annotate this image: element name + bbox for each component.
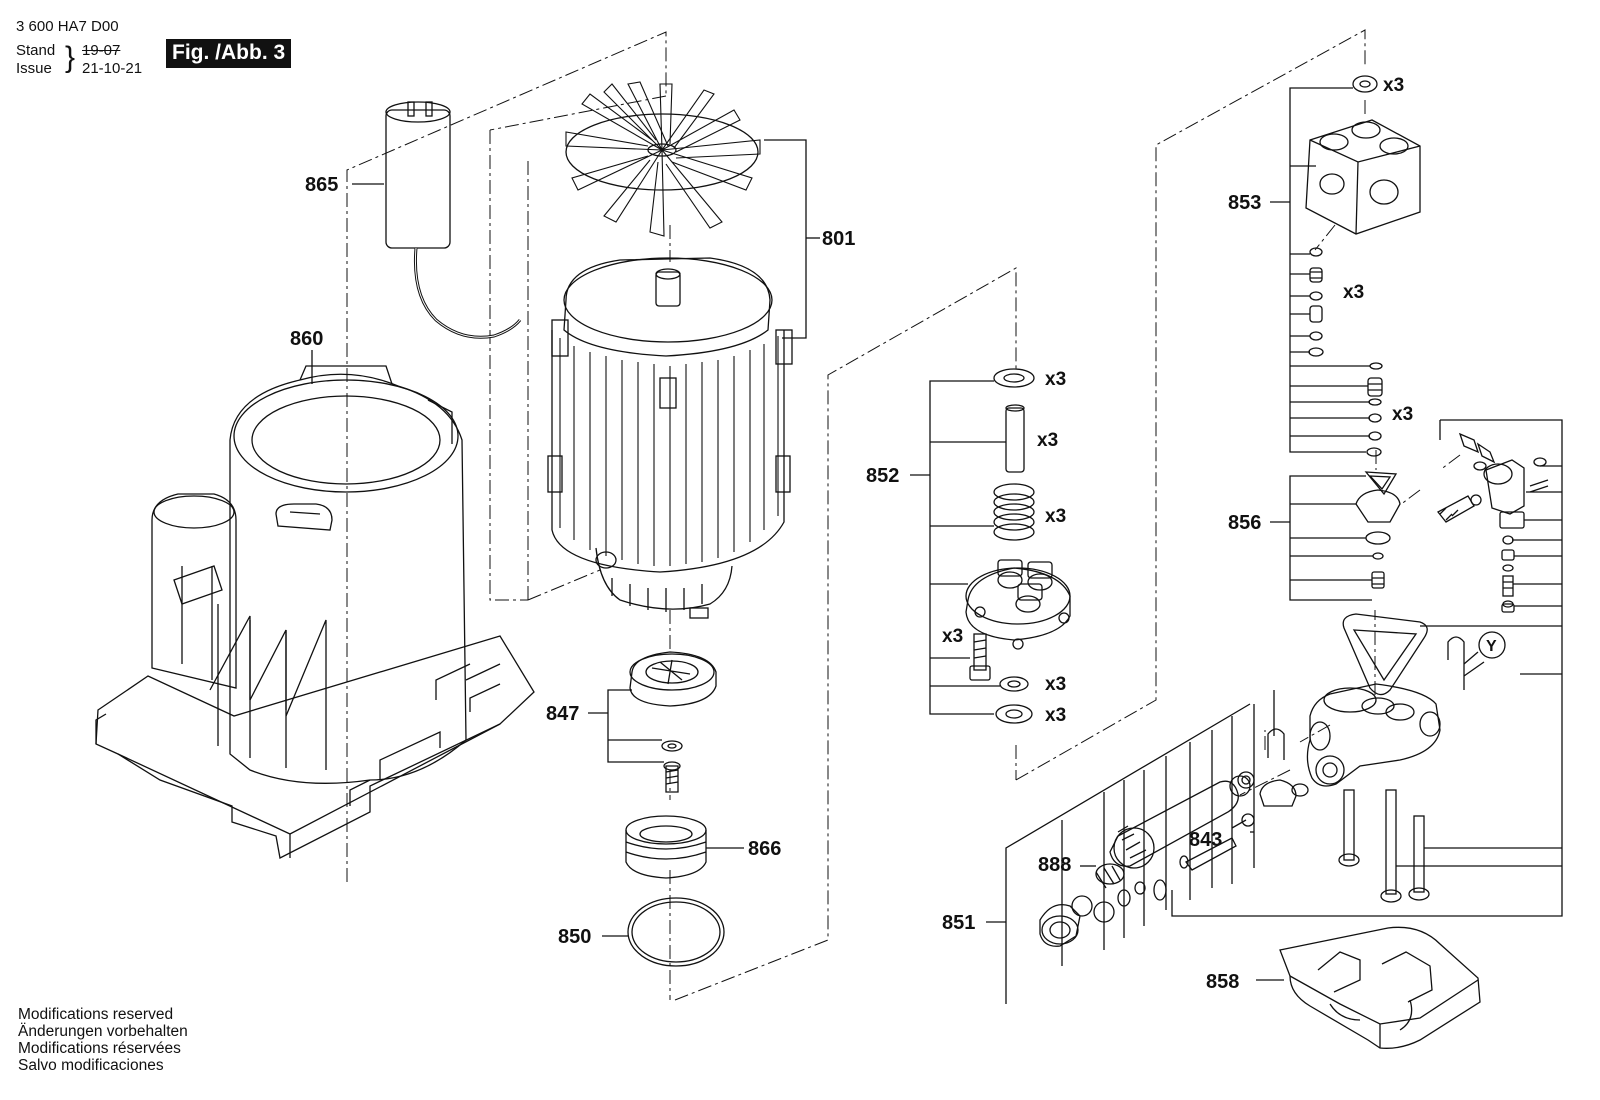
valve-block-853 bbox=[1305, 75, 1421, 457]
detail-y-label: Y bbox=[1486, 638, 1497, 655]
stand-value: 19-07 bbox=[82, 42, 121, 59]
impeller-847 bbox=[629, 651, 717, 793]
seal-866 bbox=[625, 815, 707, 879]
base-858 bbox=[1279, 926, 1481, 1049]
qty-marker: x3 bbox=[1392, 404, 1413, 425]
motor-801 bbox=[547, 257, 793, 619]
callout-801: 801 bbox=[822, 228, 855, 250]
capacitor-865 bbox=[385, 101, 522, 339]
brace-glyph: } bbox=[65, 41, 76, 74]
qty-marker: x3 bbox=[1045, 506, 1066, 527]
footer-line-en: Modifications reserved bbox=[18, 1006, 174, 1023]
valve-parts-856 bbox=[1355, 471, 1401, 589]
qty-marker: x3 bbox=[1343, 282, 1364, 303]
leader-lines bbox=[311, 87, 1563, 1004]
callout-847: 847 bbox=[546, 703, 579, 725]
detail-y-marker-circle bbox=[1478, 631, 1506, 659]
callout-851: 851 bbox=[942, 912, 975, 934]
footer-line-fr: Modifications réservées bbox=[18, 1040, 181, 1057]
bypass-851 bbox=[1039, 775, 1251, 947]
qty-marker: x3 bbox=[1045, 705, 1066, 726]
qty-marker: x3 bbox=[1037, 430, 1058, 451]
callout-853: 853 bbox=[1228, 192, 1261, 214]
callout-850: 850 bbox=[558, 926, 591, 948]
callout-860: 860 bbox=[290, 328, 323, 350]
pump-head-assembly bbox=[1237, 613, 1465, 903]
callout-858: 858 bbox=[1206, 971, 1239, 993]
o-ring-850 bbox=[627, 897, 725, 967]
footer-notice: Modifications reserved Änderungen vorbeh… bbox=[18, 1006, 188, 1074]
piston-plate-852 bbox=[965, 368, 1071, 724]
qty-marker: x3 bbox=[942, 626, 963, 647]
pump-housing-860 bbox=[95, 365, 535, 859]
qty-marker: x3 bbox=[1045, 674, 1066, 695]
callout-843: 843 bbox=[1189, 829, 1222, 851]
stand-label: Stand bbox=[16, 42, 56, 59]
assembly-guide-lines bbox=[346, 29, 1461, 1001]
figure-badge: Fig. /Abb. 3 bbox=[166, 39, 292, 68]
issue-value: 21-10-21 bbox=[82, 60, 143, 77]
document-number: 3 600 HA7 D00 bbox=[16, 18, 119, 35]
callout-888: 888 bbox=[1038, 854, 1071, 876]
qty-marker: x3 bbox=[1045, 369, 1066, 390]
callout-856: 856 bbox=[1228, 512, 1261, 534]
footer-line-de: Änderungen vorbehalten bbox=[18, 1023, 188, 1040]
qty-marker: x3 bbox=[1383, 75, 1404, 96]
issue-label: Issue bbox=[16, 60, 52, 77]
callout-852: 852 bbox=[866, 465, 899, 487]
footer-line-es: Salvo modificaciones bbox=[18, 1057, 164, 1074]
detail-y-parts bbox=[1437, 432, 1549, 613]
callout-866: 866 bbox=[748, 838, 781, 860]
callout-865: 865 bbox=[305, 174, 338, 196]
fan-801 bbox=[565, 81, 761, 237]
